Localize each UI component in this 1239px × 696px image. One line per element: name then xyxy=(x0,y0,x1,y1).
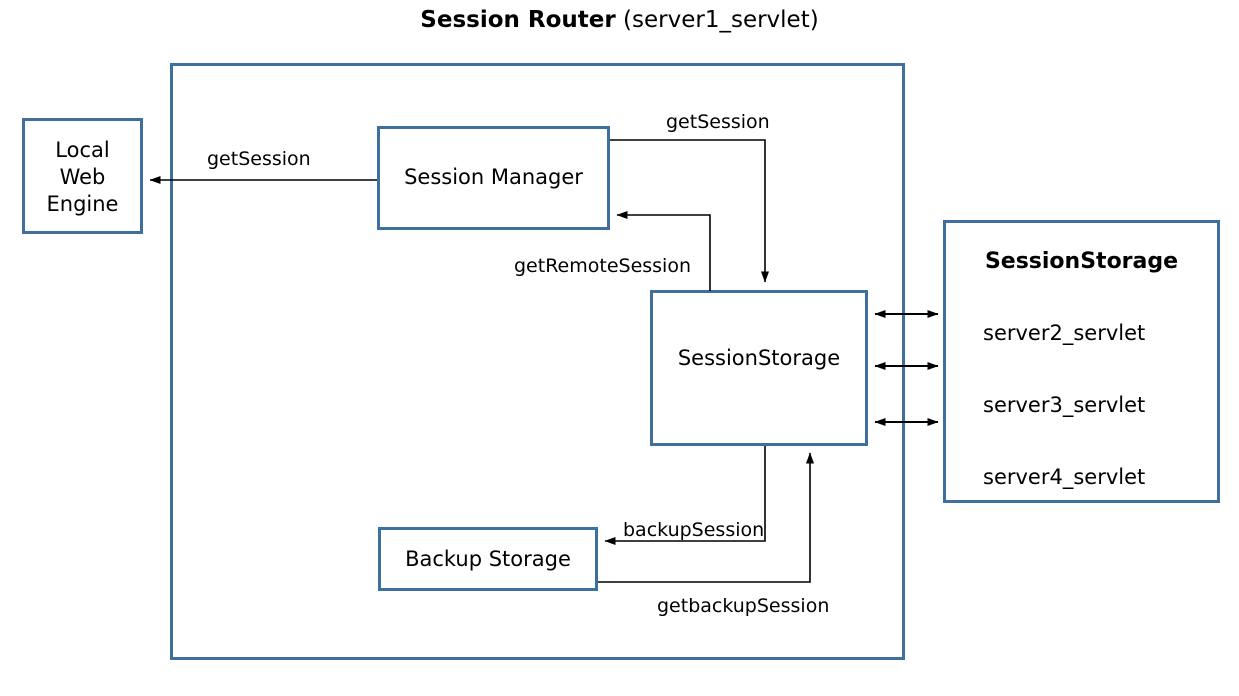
edge-get-backup-session-path xyxy=(598,452,814,583)
local-web-engine-rect[interactable] xyxy=(22,118,143,234)
remote-panel-item-server4[interactable]: server4_servlet xyxy=(983,465,1146,489)
backup-storage[interactable] xyxy=(378,527,598,591)
local-web-engine[interactable] xyxy=(22,118,143,234)
remote-panel-item-server3[interactable]: server3_servlet xyxy=(983,393,1146,417)
edge-get-remote-session-path xyxy=(616,211,711,291)
session-manager[interactable] xyxy=(377,126,610,230)
page-title: Session Router (server1_servlet) xyxy=(0,7,1239,33)
remote-session-storage-panel-title: SessionStorage xyxy=(984,249,1179,274)
session-manager-rect[interactable] xyxy=(377,126,610,230)
remote-session-storage-panel-rect[interactable] xyxy=(943,220,1220,503)
edge-get-session-storage-path xyxy=(610,139,769,283)
edge-backup-session-path xyxy=(604,446,766,545)
remote-panel-item-server2[interactable]: server2_servlet xyxy=(983,321,1146,345)
page-title-rest: (server1_servlet) xyxy=(615,7,819,33)
session-router-container-rect xyxy=(170,63,905,660)
session-storage[interactable] xyxy=(650,290,868,446)
page-title-strong: Session Router xyxy=(420,7,616,33)
session-storage-rect[interactable] xyxy=(650,290,868,446)
backup-storage-rect[interactable] xyxy=(378,527,598,591)
